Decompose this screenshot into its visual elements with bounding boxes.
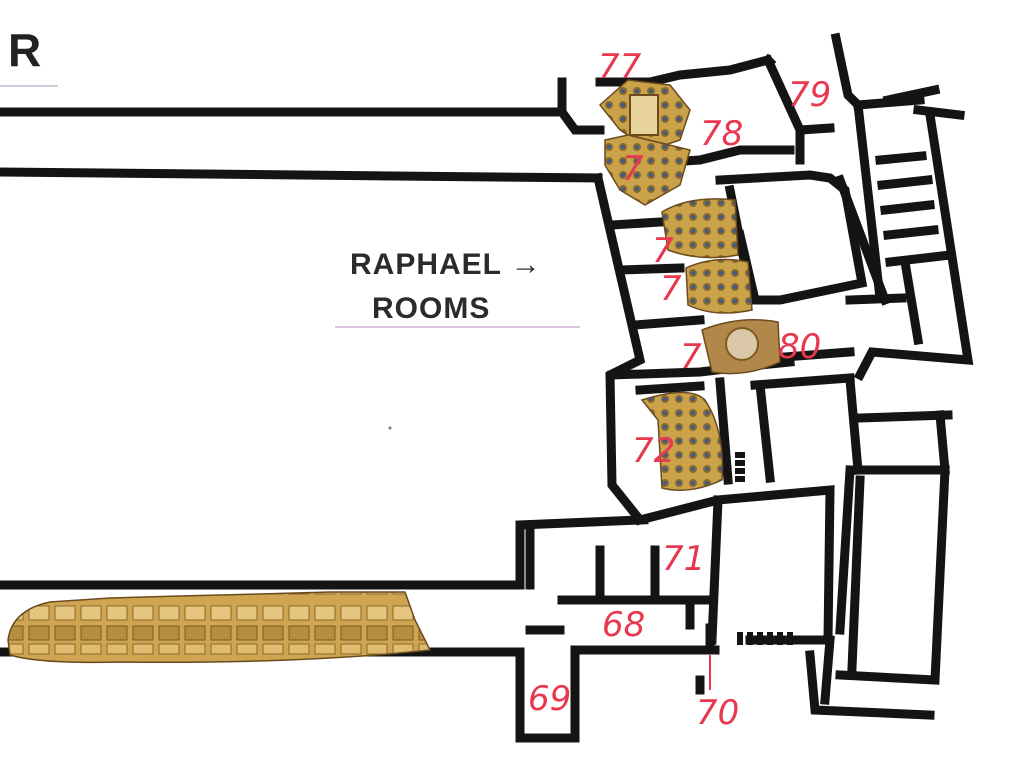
- gallery-ceiling-fresco: [7, 591, 432, 664]
- ceiling-fresco-thumbnails: [598, 79, 781, 491]
- room-number-78: 78: [700, 114, 743, 154]
- building-walls: [515, 32, 974, 743]
- ceiling-image-77-frame: [629, 94, 659, 136]
- room-number-77: 77: [598, 47, 642, 87]
- ceiling-image-74-rosette: [725, 327, 759, 361]
- ceiling-image-7a: [604, 134, 691, 206]
- room-number-74: 7: [680, 337, 702, 377]
- room-number-71: 71: [662, 539, 705, 579]
- raphael-rooms-label-line1: RAPHAEL →: [350, 248, 542, 281]
- raphael-rooms-label-line2: ROOMS: [372, 292, 490, 325]
- room-number-7a: 7: [622, 149, 644, 189]
- ceiling-image-75: [685, 258, 753, 314]
- room-numbers: 77 78 79 7 7 7 80 7 72 71 68 69 70: [528, 47, 831, 733]
- room-number-70: 70: [696, 693, 739, 733]
- room-number-76: 7: [652, 231, 674, 271]
- room-number-75: 7: [660, 269, 682, 309]
- room-number-79: 79: [788, 75, 831, 115]
- room-number-72: 72: [632, 431, 675, 471]
- map-dot: [388, 426, 392, 430]
- stair-hatching: [735, 452, 793, 645]
- gallery-walls: [0, 107, 603, 657]
- room-number-80: 80: [778, 327, 821, 367]
- corner-letter: R: [8, 24, 41, 76]
- ceiling-image-72: [640, 391, 724, 491]
- ceiling-image-76: [661, 198, 739, 259]
- room-number-69: 69: [528, 679, 571, 719]
- room-number-68: 68: [602, 605, 645, 645]
